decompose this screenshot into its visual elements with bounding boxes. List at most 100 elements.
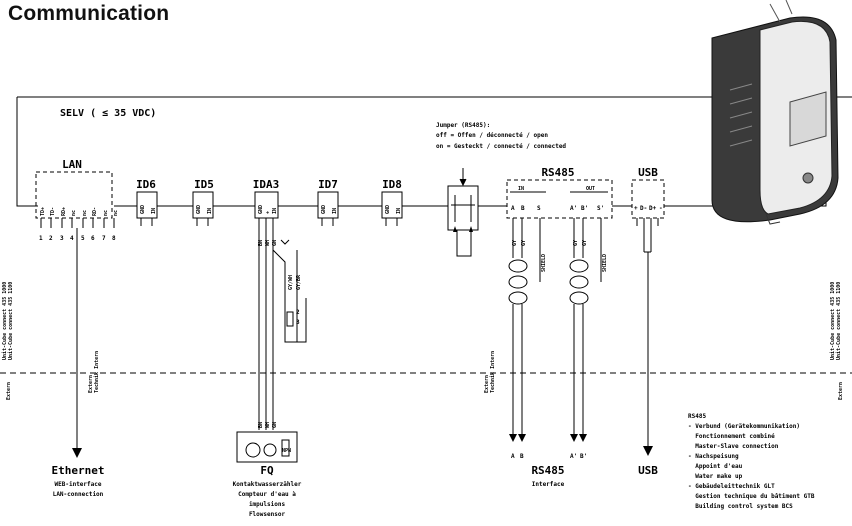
rs485-in-wires-lower [512, 304, 523, 438]
rs485-in-shield: SHIELD [541, 254, 547, 272]
ida3-plus: + [265, 211, 271, 214]
page-title: Communication [8, 2, 170, 25]
rs485-in-gy-a: GY [512, 240, 518, 246]
usb-pin-plus: + [634, 205, 638, 212]
fq-npn: NPN [282, 448, 291, 454]
fq-line-2: Compteur d'eau à [238, 491, 296, 498]
rs485-end-a: A [511, 453, 515, 460]
notes-heading: RS485 [688, 413, 706, 420]
usb-pins [636, 218, 659, 226]
jumper-off: off = Offen / déconnecté / open [436, 132, 548, 139]
id8-label: ID8 [382, 178, 402, 191]
rs485-pin-a2: A' [570, 205, 577, 212]
ida3-wire-wh: WH [265, 240, 271, 246]
rs485-out-shield: SHIELD [602, 254, 608, 272]
jumper-arrow-head [459, 178, 467, 187]
usb-pin-dplus: D+ [649, 205, 657, 212]
rs485-out-gy-a: GY [573, 240, 579, 246]
notes-item-5: Appoint d'eau [688, 463, 743, 470]
connector-pins [140, 218, 398, 226]
device-illustration [711, 0, 839, 225]
usb-label: USB [638, 166, 658, 179]
rs485-in-shield-2 [508, 275, 528, 289]
id7-in: IN [332, 208, 338, 214]
rs485-end-b2: B' [580, 453, 587, 460]
rs485-in-wires [512, 218, 541, 282]
ida3-switch [286, 311, 294, 327]
rs485-pin-s2: S' [597, 205, 604, 212]
notes-item-3: Master-Slave connection [688, 443, 779, 450]
lan-pin-7: 7 [102, 235, 106, 242]
jumper-pin-arrows [453, 226, 473, 232]
usb-wires [643, 226, 652, 430]
lan-pin-3-name: RD+ [61, 207, 67, 216]
ida3-wire-bn-low: BN [258, 422, 264, 428]
lan-pin-2: 2 [49, 235, 53, 242]
eth-boundary-1: Extern [88, 375, 94, 393]
boundary-left-lower: Extern [6, 382, 12, 400]
fq-line-1: Kontaktwasserzähler [233, 481, 302, 488]
rs485-out-shield-3 [569, 291, 589, 305]
fq-line-4: Flowsensor [249, 511, 286, 518]
boundary-left-2: Unit-Cube connect 435 1100 [8, 282, 14, 360]
notes-item-9: Building control system BCS [688, 503, 793, 510]
switch-pin-3: 3 [296, 319, 300, 326]
rs485-out-line: Interface [532, 481, 565, 488]
lan-pin-4-name: nc [71, 210, 77, 216]
boundary-right-1: Unit-Cube connect 435 1000 [830, 282, 836, 360]
lan-pin-4: 4 [70, 235, 74, 242]
jumper-on: on = Gesteckt / connecté / connected [436, 143, 566, 150]
boundary-right-lower: Extern [838, 382, 844, 400]
lan-pin-6: 6 [91, 235, 95, 242]
fq-npn-circle [263, 443, 277, 457]
fq-title: FQ [260, 464, 274, 477]
gy-wh-label: GY/WH [288, 275, 294, 290]
rs485-out-wires [573, 218, 602, 282]
lan-pin-7-name: nc [103, 210, 109, 216]
id7-gnd: GND [321, 205, 327, 214]
id6-in: IN [151, 208, 157, 214]
lan-pin-8: 8 [112, 235, 116, 242]
notes-item-4: - Nachspeisung [688, 453, 739, 460]
ida3-branch [280, 239, 290, 245]
notes-item-2: Fonctionnement combiné [688, 433, 775, 440]
boundary-right-2: Unit-Cube connect 435 1100 [836, 282, 842, 360]
ida3-wire-gn: GN [272, 240, 278, 246]
ida3-wire-gn-low: GN [272, 422, 278, 428]
id7-box [317, 191, 339, 219]
rs485-out-shield-2 [569, 275, 589, 289]
rs485-boundary-1: Extern [484, 375, 490, 393]
id8-box [381, 191, 403, 219]
rs485-box [506, 179, 613, 219]
id5-box [192, 191, 214, 219]
fq-sensor-circle [245, 442, 261, 458]
lan-pin-3: 3 [60, 235, 64, 242]
notes-item-8: Gestion technique du bâtiment GTB [688, 493, 815, 500]
rs485-pin-b: B [521, 205, 525, 212]
ethernet-title: Ethernet [52, 464, 105, 477]
rs485-label: RS485 [541, 166, 574, 179]
usb-out-title: USB [638, 464, 658, 477]
ida3-wire-bn: BN [258, 240, 264, 246]
jumper-title: Jumper (RS485): [436, 122, 490, 129]
ida3-label: IDA3 [253, 178, 280, 191]
rs485-in-shield-1 [508, 259, 528, 273]
rs485-a2-arrow [570, 434, 578, 442]
notes-item-1: - Verbund (Gerätekommunikation) [688, 423, 800, 430]
lan-pin-6-name: RD- [92, 207, 98, 216]
ida3-gnd: GND [258, 205, 264, 214]
rs485-boundary-2: Technik Intern [490, 351, 496, 393]
id5-gnd: GND [196, 205, 202, 214]
id6-gnd: GND [140, 205, 146, 214]
ida3-wires [258, 226, 307, 430]
id7-label: ID7 [318, 178, 338, 191]
notes-item-7: - Gebäudeleittechnik GLT [688, 483, 775, 490]
id6-box [136, 191, 158, 219]
id6-label: ID6 [136, 178, 156, 191]
id5-label: ID5 [194, 178, 214, 191]
rs485-in-shield-3 [508, 291, 528, 305]
lan-pin-1-name: TD+ [40, 207, 46, 216]
gy-br-label: GY/BR [296, 274, 302, 290]
lan-label: LAN [62, 158, 82, 171]
